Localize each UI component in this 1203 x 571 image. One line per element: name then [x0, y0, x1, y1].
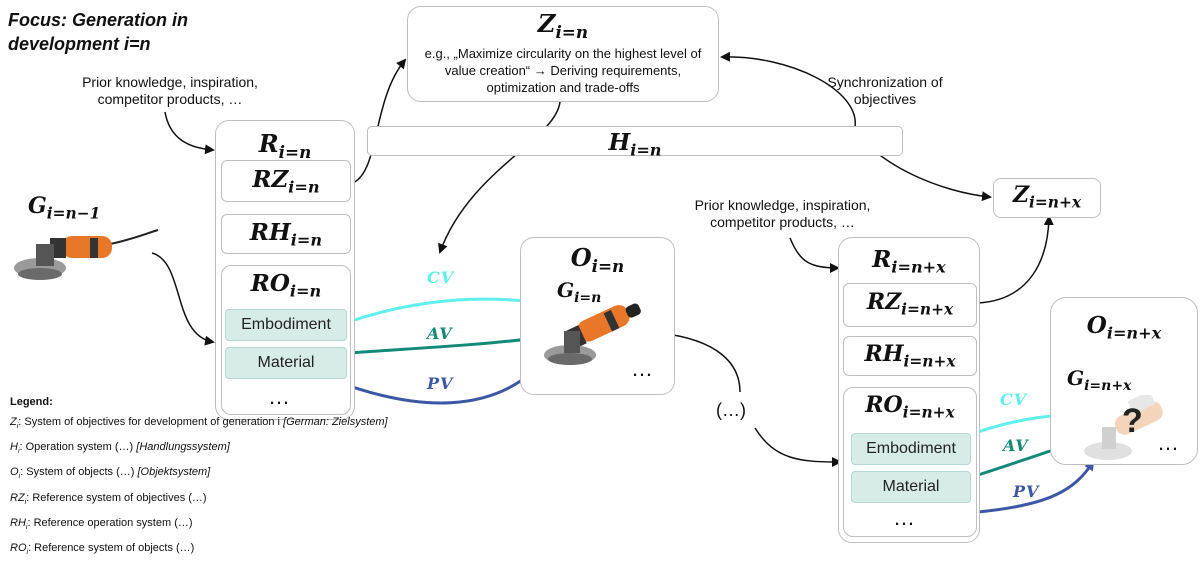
o-mid-symbol: Oi=n	[570, 243, 625, 276]
arrow-rz-to-z	[352, 58, 407, 184]
focus-title: Focus: Generation in development i=n	[8, 8, 188, 56]
arrow-h-to-o	[438, 101, 561, 254]
variant-pv-left: PV	[427, 374, 454, 393]
arrow-cv-left	[347, 296, 539, 324]
objectives-next-symbol: Zi=n+x	[1012, 182, 1082, 212]
rz-right-symbol: RZi=n+x	[866, 289, 954, 319]
variant-cv-right: CV	[1000, 390, 1028, 409]
material-left: Material	[225, 347, 347, 379]
ro-right-symbol: ROi=n+x	[865, 392, 955, 422]
legend-line-o: Oi: System of objects (…) [Objektsystem]	[10, 466, 211, 481]
objectives-system-next-box: Zi=n+x	[993, 178, 1101, 218]
variant-cv-left: CV	[427, 268, 455, 287]
reference-objectives-right: RZi=n+x	[843, 283, 977, 327]
reference-objectives-left: RZi=n	[221, 160, 351, 202]
reference-left-symbol: Ri=n	[258, 129, 312, 162]
legend-line-h: Hi: Operation system (…) [Handlungssyste…	[10, 441, 230, 456]
arrow-rz2-to-z2	[977, 215, 1054, 304]
objectives-description: e.g., „Maximize circularity on the highe…	[424, 46, 702, 95]
rh-right-symbol: RHi=n+x	[864, 341, 956, 371]
object-system-right: Oi=n+x Gi=n+x …	[1050, 297, 1198, 465]
prior-knowledge-label-2: Prior knowledge, inspiration, competitor…	[694, 197, 871, 230]
prior-knowledge-label-1: Prior knowledge, inspiration, competitor…	[82, 74, 258, 107]
rz-left-symbol: RZi=n	[252, 166, 320, 197]
rh-left-symbol: RHi=n	[249, 219, 323, 250]
embodiment-right: Embodiment	[851, 433, 971, 465]
more-left: …	[268, 384, 293, 409]
arrow-mid-to-ro2	[754, 427, 842, 467]
o-right-symbol: Oi=n+x	[1086, 312, 1162, 343]
material-right: Material	[851, 471, 971, 503]
reference-operation-left: RHi=n	[221, 214, 351, 254]
operation-symbol: Hi=n	[608, 129, 662, 160]
legend-line-z: Zi: System of objectives for development…	[10, 416, 388, 431]
previous-generation-label: Gi=n−1	[28, 193, 101, 223]
arrow-sync	[720, 51, 856, 128]
intermediate-generations-label: (…)	[716, 400, 746, 420]
arrow-av-left	[347, 334, 539, 355]
g-right-symbol: Gi=n+x	[1067, 366, 1132, 394]
arrow-pv-left	[337, 366, 539, 405]
angle-grinder-previous-image	[14, 229, 159, 280]
synchronization-label: Synchronization of objectives	[827, 74, 943, 107]
angle-grinder-current-image	[544, 303, 641, 365]
g-mid-symbol: Gi=n	[557, 278, 602, 306]
legend-title: Legend:	[10, 396, 53, 408]
focus-title-line1: Focus: Generation in	[8, 10, 189, 30]
variant-av-right: AV	[1003, 436, 1029, 455]
objectives-symbol: Zi=n	[537, 9, 589, 42]
reference-operation-right: RHi=n+x	[843, 336, 977, 376]
legend-line-rh: RHi: Reference operation system (…)	[10, 516, 193, 531]
ro-left-symbol: ROi=n	[250, 270, 322, 301]
angle-grinder-future-image	[1084, 395, 1163, 460]
operation-system-bar: Hi=n	[367, 126, 903, 160]
arrow-pv-right	[977, 460, 1095, 514]
focus-title-line2: development i=n	[8, 34, 151, 54]
reference-right-symbol: Ri=n+x	[872, 246, 946, 277]
unknown-product-question-mark: ?	[1122, 402, 1143, 440]
legend-line-ro: ROi: Reference system of objects (…)	[10, 541, 195, 557]
arrow-o-to-mid	[659, 332, 741, 393]
embodiment-left: Embodiment	[225, 309, 347, 341]
more-o-right: …	[1157, 430, 1182, 455]
variant-av-left: AV	[427, 324, 453, 343]
legend-line-rz: RZi: Reference system of objectives (…)	[10, 491, 207, 506]
arrow-prior2-to-r2	[789, 237, 840, 273]
arrow-prior-to-r	[164, 111, 215, 155]
variant-pv-right: PV	[1013, 482, 1040, 501]
more-right: …	[893, 505, 918, 530]
legend: Legend: Zi: System of objectives for dev…	[10, 392, 570, 563]
more-mid: …	[631, 356, 656, 381]
objectives-system-box: Zi=n e.g., „Maximize circularity on the …	[407, 6, 719, 102]
arrow-gprev-to-ro	[151, 252, 215, 346]
